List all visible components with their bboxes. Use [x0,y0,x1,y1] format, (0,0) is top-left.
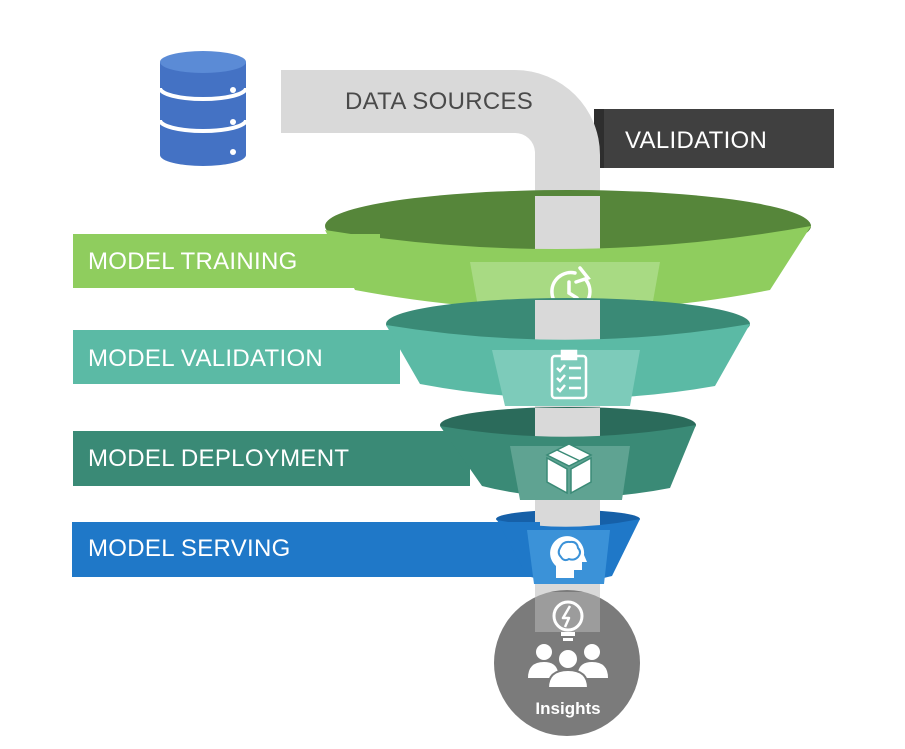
model-validation-label: MODEL VALIDATION [88,345,323,372]
insights-output: Insights [494,590,640,736]
people-group-icon [528,644,608,689]
insights-label: Insights [535,699,600,718]
package-box-icon [545,443,593,495]
database-icon [158,51,248,166]
data-sources-label: DATA SOURCES [345,88,533,115]
stage-model-training: MODEL TRAINING [73,190,811,318]
validation-bar: VALIDATION [594,109,834,168]
lightbulb-icon [552,600,584,641]
stage-model-serving: MODEL SERVING [72,510,640,584]
model-deployment-label: MODEL DEPLOYMENT [88,445,349,472]
clipboard-checklist-icon [550,349,588,400]
model-serving-label: MODEL SERVING [88,535,291,562]
stage-model-deployment: MODEL DEPLOYMENT [73,407,696,500]
validation-label: VALIDATION [625,127,767,154]
stage-model-validation: MODEL VALIDATION [73,298,750,406]
brain-head-icon [550,536,587,578]
model-training-label: MODEL TRAINING [88,248,298,275]
